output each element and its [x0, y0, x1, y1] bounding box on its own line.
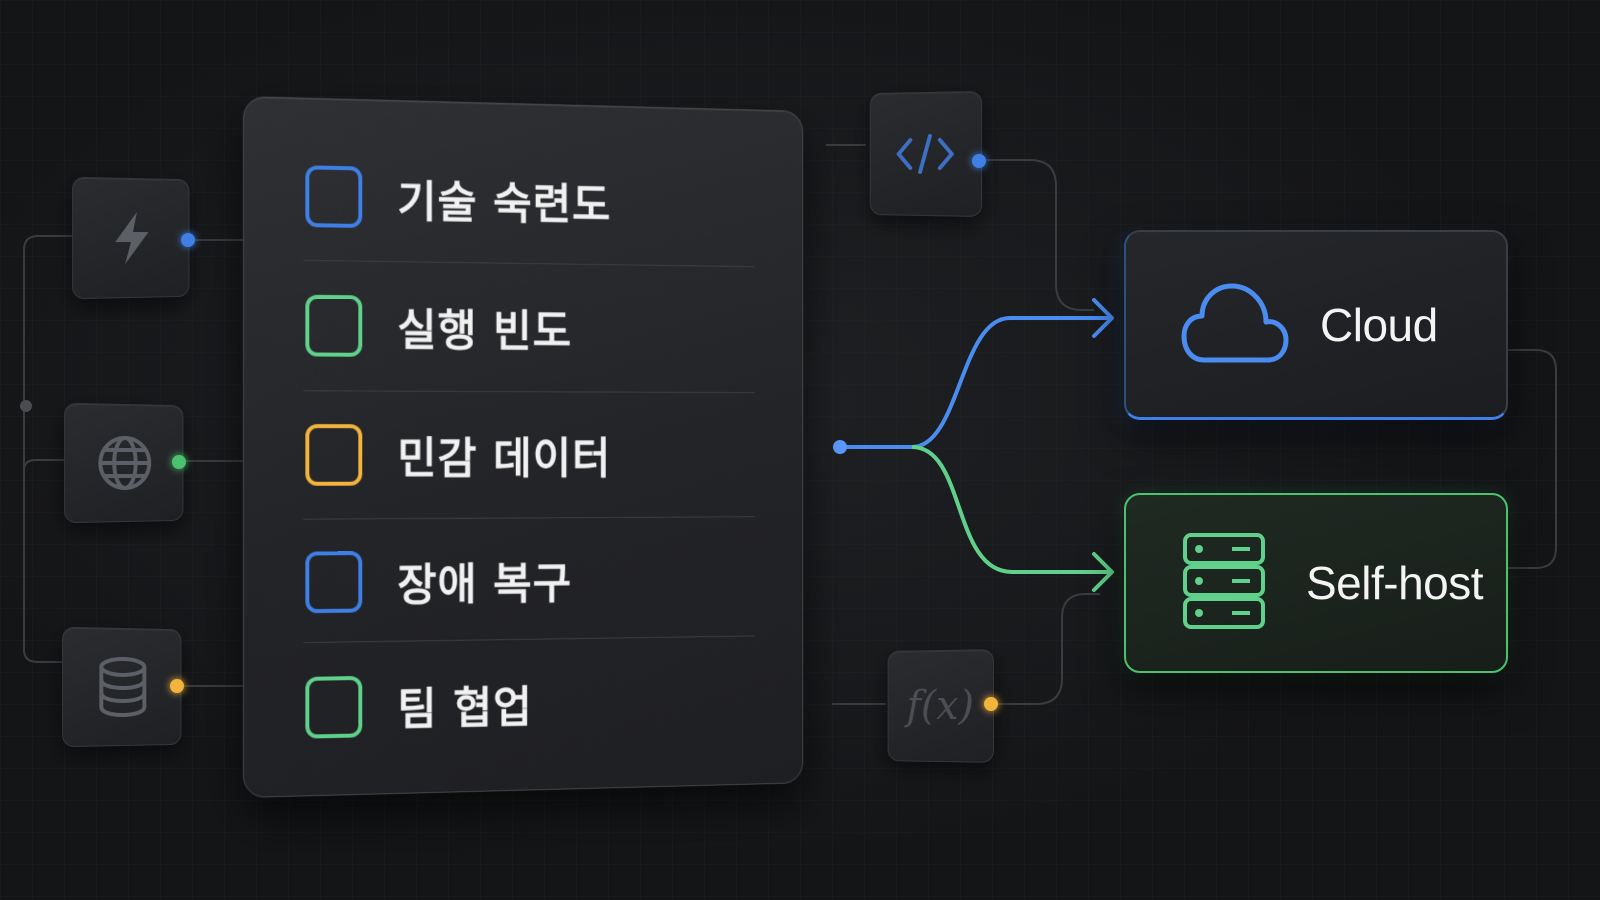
- checklist-item-label: 민감 데이터: [397, 434, 612, 485]
- lightning-node[interactable]: [72, 176, 190, 300]
- selfhost-arrow-path: [911, 445, 1110, 574]
- left-trunk-line: [23, 235, 75, 663]
- server-icon: [1182, 532, 1266, 634]
- divider: [303, 516, 755, 520]
- left-branch-line: [23, 459, 64, 471]
- globe-icon: [95, 433, 154, 494]
- selfhost-label: Self-host: [1306, 557, 1484, 609]
- globe-node[interactable]: [64, 402, 184, 524]
- cloud-label: Cloud: [1320, 298, 1438, 351]
- function-icon: f(x): [906, 682, 975, 730]
- fx-to-selfhost-line: [992, 593, 1100, 705]
- split-origin-dot: [833, 440, 847, 454]
- divider: [303, 635, 755, 644]
- criteria-checklist-panel: 기술 숙련도 실행 빈도 민감 데이터 장애 복구 팀 협업: [243, 96, 804, 798]
- checkbox[interactable]: [305, 165, 363, 228]
- checkbox[interactable]: [305, 675, 363, 739]
- cloud-target-card[interactable]: Cloud: [1124, 230, 1508, 420]
- checkbox[interactable]: [305, 424, 363, 486]
- code-icon: [895, 134, 956, 174]
- divider: [303, 259, 755, 268]
- code-node[interactable]: [869, 90, 983, 218]
- code-port: [972, 154, 986, 168]
- selfhost-target-card[interactable]: Self-host: [1124, 493, 1508, 673]
- cloud-arrow-path: [840, 316, 1110, 449]
- checklist-item-sensitive-data[interactable]: 민감 데이터: [305, 419, 752, 491]
- cloud-icon: [1180, 280, 1290, 370]
- lightning-port: [181, 233, 195, 247]
- checkbox[interactable]: [305, 294, 363, 357]
- checklist-item-skill[interactable]: 기술 숙련도: [305, 160, 752, 239]
- checklist-item-label: 장애 복구: [397, 559, 573, 612]
- database-node[interactable]: [62, 626, 182, 748]
- globe-port: [172, 455, 186, 469]
- checklist-item-frequency[interactable]: 실행 빈도: [305, 290, 752, 365]
- function-node[interactable]: f(x): [887, 649, 995, 763]
- checklist-item-label: 팀 협업: [397, 682, 533, 736]
- database-icon: [97, 656, 148, 719]
- cloud-arrow-head: [1092, 298, 1114, 338]
- function-port: [984, 697, 998, 711]
- trunk-junction-dot: [20, 400, 32, 412]
- selfhost-arrow-head: [1092, 552, 1114, 592]
- lightning-icon: [109, 210, 154, 266]
- checklist-item-recovery[interactable]: 장애 복구: [305, 543, 752, 618]
- checklist-item-label: 실행 빈도: [397, 305, 573, 358]
- checkbox[interactable]: [305, 551, 363, 614]
- targets-loop-line: [1508, 349, 1557, 569]
- database-port: [170, 679, 184, 693]
- checklist-item-collaboration[interactable]: 팀 협업: [305, 664, 752, 743]
- divider: [303, 390, 755, 394]
- checklist-item-label: 기술 숙련도: [397, 177, 612, 232]
- code-to-cloud-line: [980, 159, 1094, 311]
